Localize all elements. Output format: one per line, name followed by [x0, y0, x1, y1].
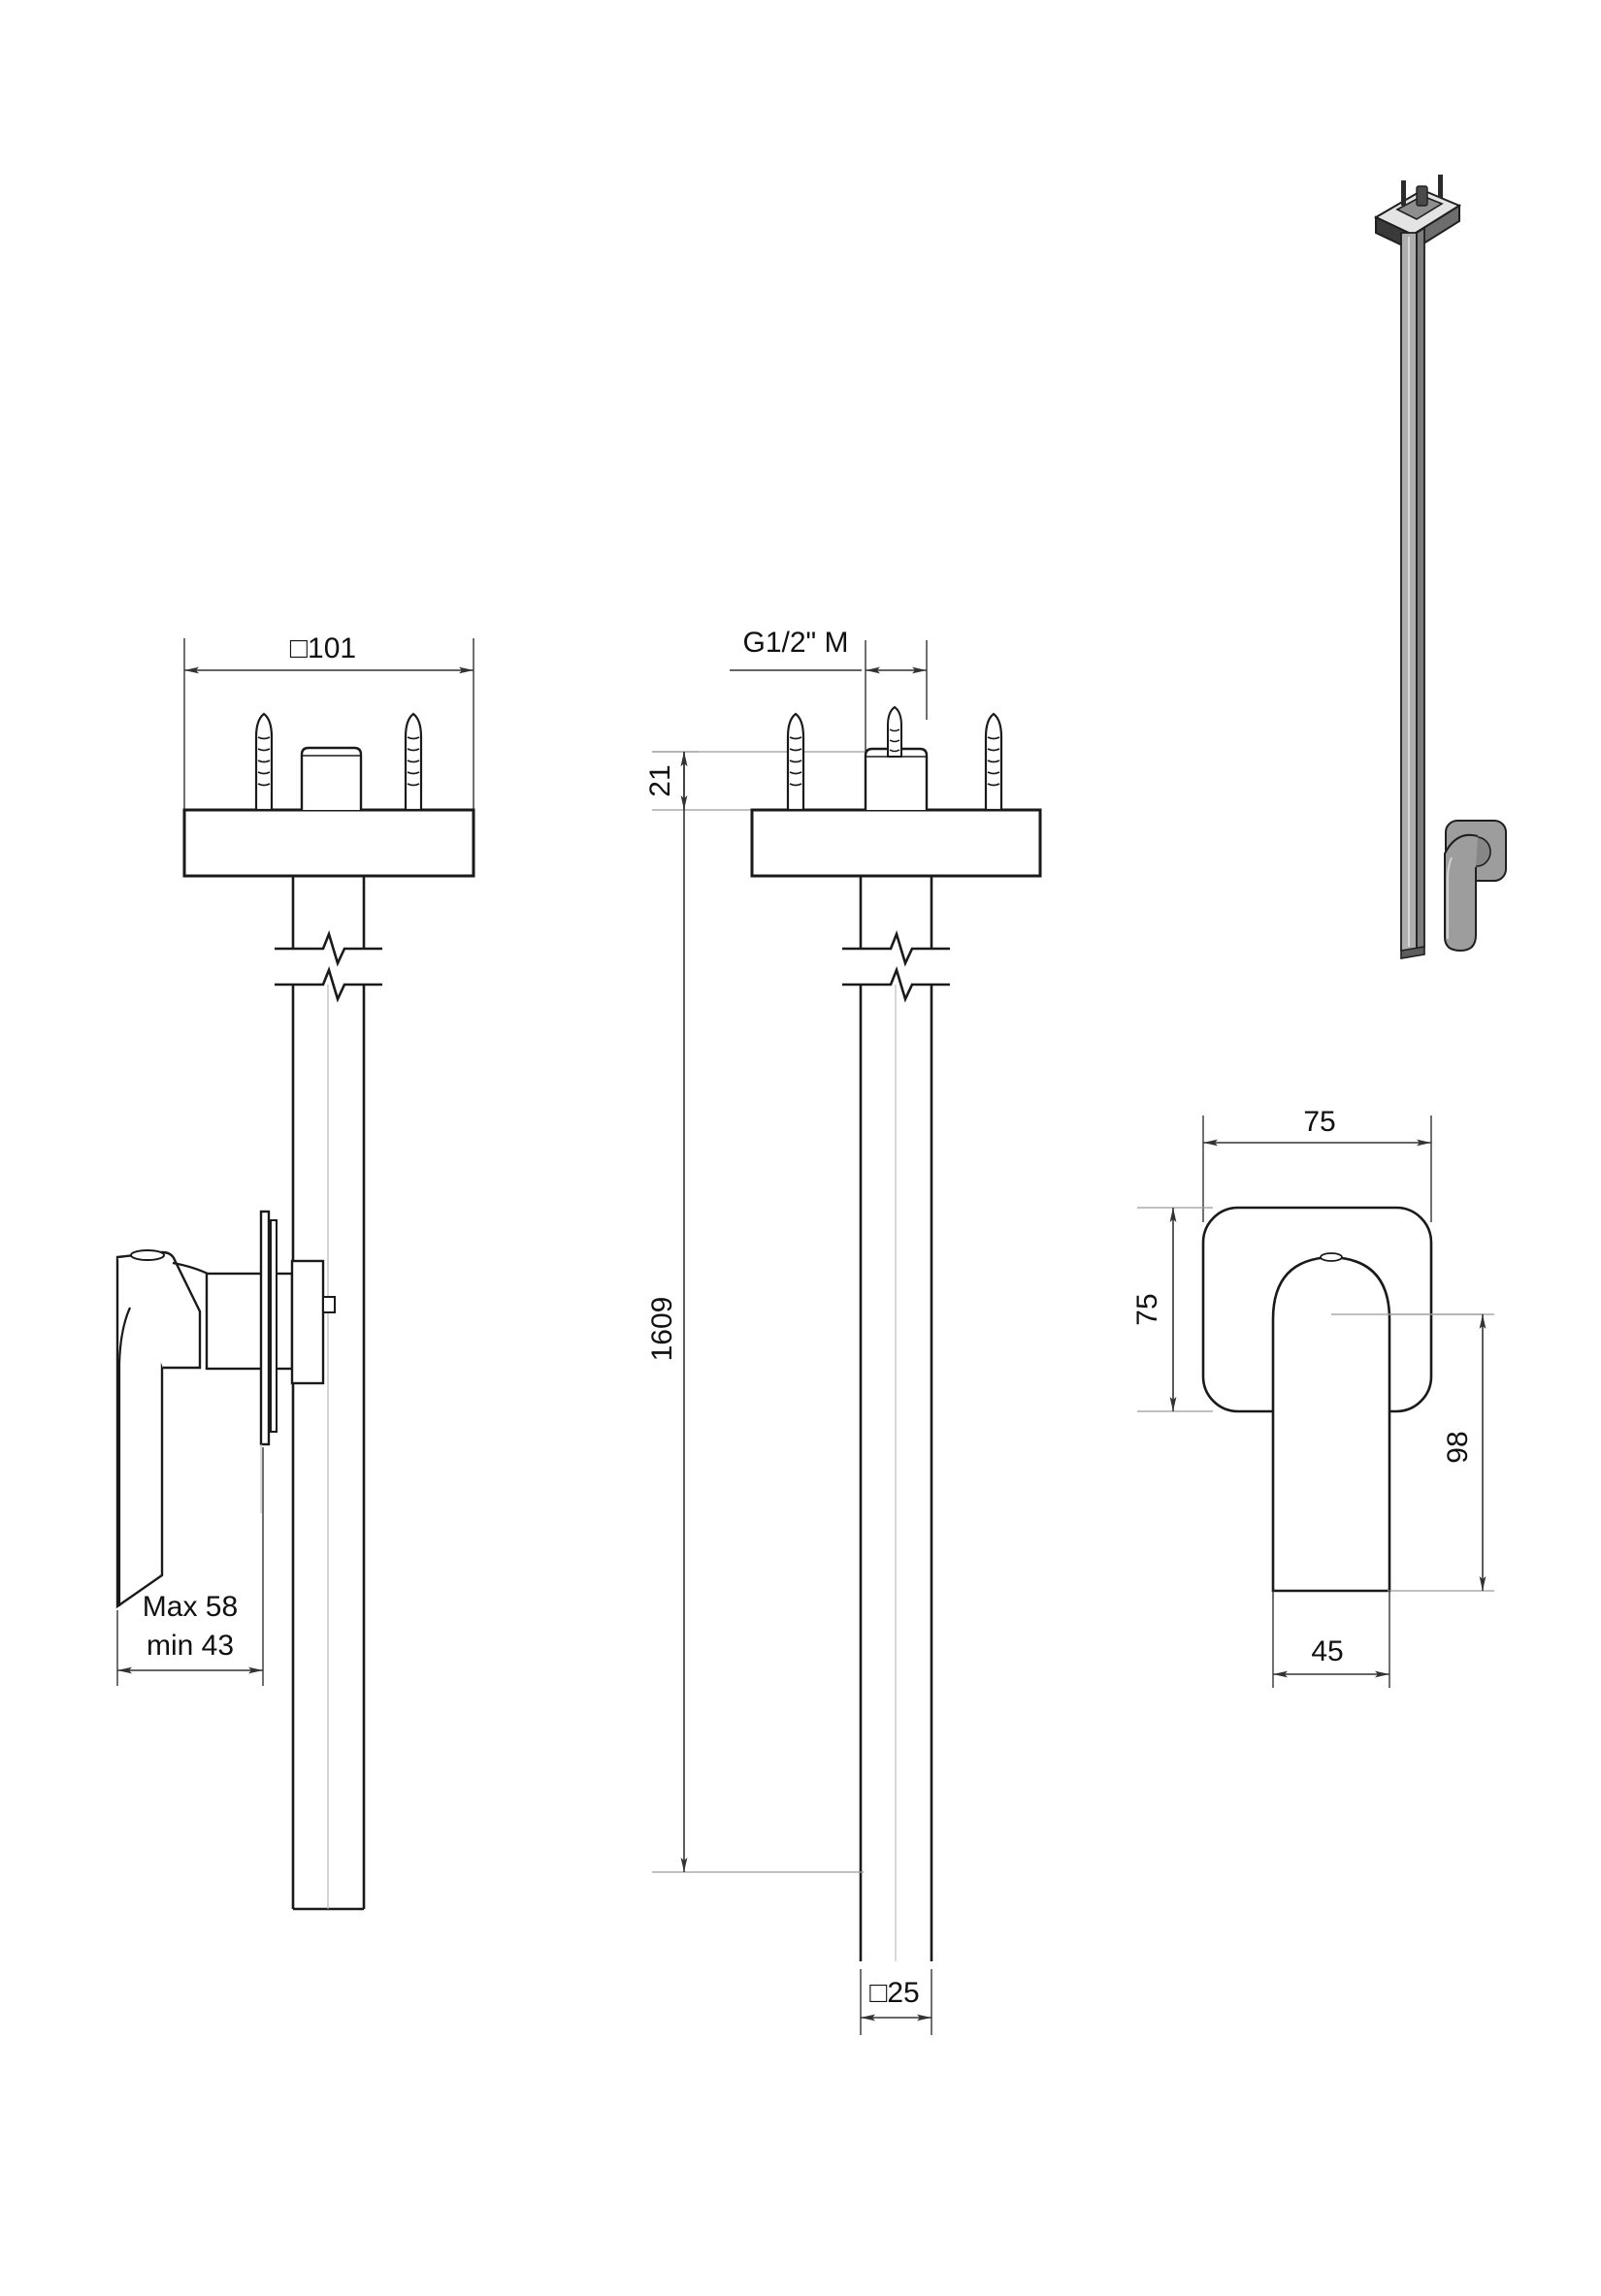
break-symbol-upper [275, 930, 382, 967]
threaded-inlet-boss [864, 747, 929, 810]
tube-bottom-face [1400, 946, 1425, 959]
left-view-riser-tube [275, 876, 382, 1911]
middle-view-ceiling-plate-assembly [750, 705, 1042, 878]
escutcheon-plate-edge [259, 1210, 271, 1446]
middle-view: G1/2" M 21 [644, 627, 1042, 2035]
tube-right-face [1416, 226, 1425, 953]
middle-view-riser-tube [842, 876, 950, 1961]
wall-anchor-left [786, 712, 805, 812]
render-anchor-right [1438, 175, 1443, 198]
anchor-ribs [407, 736, 420, 787]
lever-inner-contour [117, 1307, 132, 1606]
left-view: □101 [115, 632, 475, 1911]
right-view-escutcheon-and-lever [1201, 1206, 1485, 1593]
dimension-label-stud-height: 21 [644, 764, 676, 796]
plate-recess [1395, 195, 1444, 220]
break-zigzag-bottom [275, 966, 382, 1003]
middle-view-dimension-tube-section: □25 [860, 1969, 932, 2035]
break-zigzag-top [275, 930, 382, 967]
valve-body-rear [290, 1259, 325, 1385]
stud-ribs [889, 728, 900, 753]
left-view-dimension-wall-depth: Max 58 min 43 [116, 1447, 264, 1686]
ceiling-plate [182, 808, 475, 878]
dimension-label-tube-section: □25 [869, 1977, 920, 2009]
render-mixer-valve [1444, 820, 1507, 953]
ceiling-plate [750, 808, 1042, 878]
dimension-label-handle-projection: 98 [1442, 1431, 1474, 1463]
middle-view-dimension-overall-height: 1609 [646, 751, 864, 1873]
lever-handle-front [1271, 1255, 1391, 1593]
center-thread-stud [887, 705, 902, 758]
right-view-dimension-plate-width: 75 [1202, 1106, 1432, 1222]
dimension-label-handle-width: 45 [1311, 1635, 1343, 1667]
render-lever-highlight [1446, 857, 1454, 939]
break-zigzag-top [842, 930, 950, 967]
escutcheon-gasket [270, 1219, 278, 1433]
left-view-ceiling-plate-assembly [182, 712, 475, 878]
left-view-dimension-plate-width: □101 [183, 632, 474, 823]
middle-view-dimension-thread: G1/2" M [730, 627, 928, 766]
render-center-boss [1416, 185, 1428, 207]
anchor-ribs [987, 736, 1000, 787]
break-zigzag-bottom [842, 966, 950, 1003]
dimension-label-max: Max 58 [143, 1591, 238, 1623]
right-view-dimension-handle-width: 45 [1272, 1591, 1390, 1688]
wall-anchor-left [254, 712, 274, 812]
wall-anchor-right [404, 712, 423, 812]
render-lever-handle [1444, 833, 1479, 953]
inlet-boss [300, 746, 363, 810]
break-symbol-lower [275, 966, 382, 1003]
right-view-dimension-plate-height: 75 [1131, 1207, 1213, 1412]
break-symbol-upper [842, 930, 950, 967]
dimension-label-min: min 43 [147, 1630, 234, 1662]
stud-body [887, 705, 902, 758]
right-view: 75 75 98 45 [1131, 1106, 1494, 1688]
render-anchor-left [1401, 180, 1406, 206]
dimension-label-thread: G1/2" M [742, 627, 848, 659]
lever-top-cap [1320, 1252, 1343, 1262]
wall-anchor-right [984, 712, 1003, 812]
dimension-label-plate-height: 75 [1131, 1293, 1163, 1325]
left-view-mixer-valve [115, 1210, 336, 1609]
dimension-label-plate-width: □101 [290, 632, 356, 664]
isometric-render-view [1373, 175, 1507, 959]
valve-barrel [205, 1272, 294, 1371]
anchor-ribs [789, 736, 802, 787]
lever-top-cap [130, 1249, 165, 1261]
render-riser-tube [1400, 226, 1425, 959]
dimension-label-overall-height: 1609 [646, 1297, 678, 1362]
anchor-ribs [257, 736, 271, 787]
break-symbol-lower [842, 966, 950, 1003]
valve-port-nipple [322, 1296, 336, 1313]
right-view-dimension-handle-projection: 98 [1388, 1313, 1494, 1592]
dimension-label-plate-width: 75 [1303, 1106, 1335, 1138]
